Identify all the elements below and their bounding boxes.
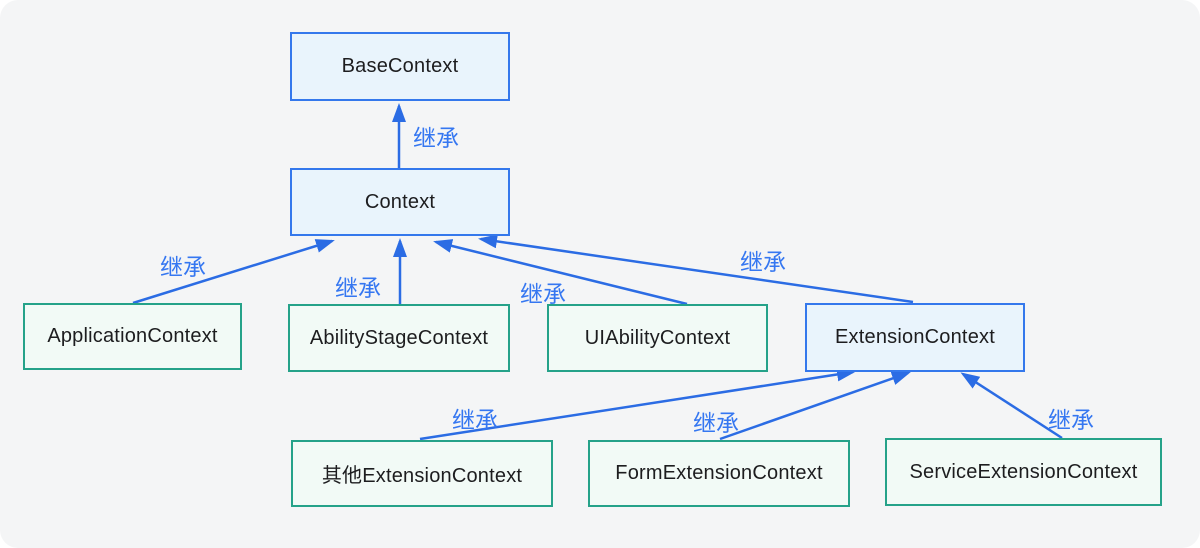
node-form-extension-context: FormExtensionContext xyxy=(588,440,850,507)
node-context: Context xyxy=(290,168,510,236)
edge-label-inherit-extension: 继承 xyxy=(740,249,786,275)
node-base-context: BaseContext xyxy=(290,32,510,101)
arrow-extensioncontext-to-context xyxy=(478,234,914,304)
edge-label-inherit-application: 继承 xyxy=(160,254,206,280)
node-service-extension-context: ServiceExtensionContext xyxy=(885,438,1162,506)
edge-label-inherit-basecontext: 继承 xyxy=(413,125,459,151)
arrow-formextension-to-extension xyxy=(719,371,911,441)
node-application-context: ApplicationContext xyxy=(23,303,242,370)
edge-label-inherit-abilitystage: 继承 xyxy=(335,275,381,301)
edge-label-inherit-otherextension: 继承 xyxy=(452,407,498,433)
arrow-otherextension-to-extension xyxy=(419,367,856,441)
node-ability-stage-context: AbilityStageContext xyxy=(288,304,510,372)
node-other-extension-context: 其他ExtensionContext xyxy=(291,440,553,507)
node-uiability-context: UIAbilityContext xyxy=(547,304,768,372)
node-extension-context: ExtensionContext xyxy=(805,303,1025,372)
arrow-applicationcontext-to-context xyxy=(132,239,335,305)
arrow-uiabilitycontext-to-context xyxy=(433,239,688,306)
edge-label-inherit-formextension: 继承 xyxy=(693,410,739,436)
edge-label-inherit-uiability: 继承 xyxy=(520,281,566,307)
arrow-serviceextension-to-extension xyxy=(960,372,1063,440)
edge-label-inherit-serviceextension: 继承 xyxy=(1048,407,1094,433)
